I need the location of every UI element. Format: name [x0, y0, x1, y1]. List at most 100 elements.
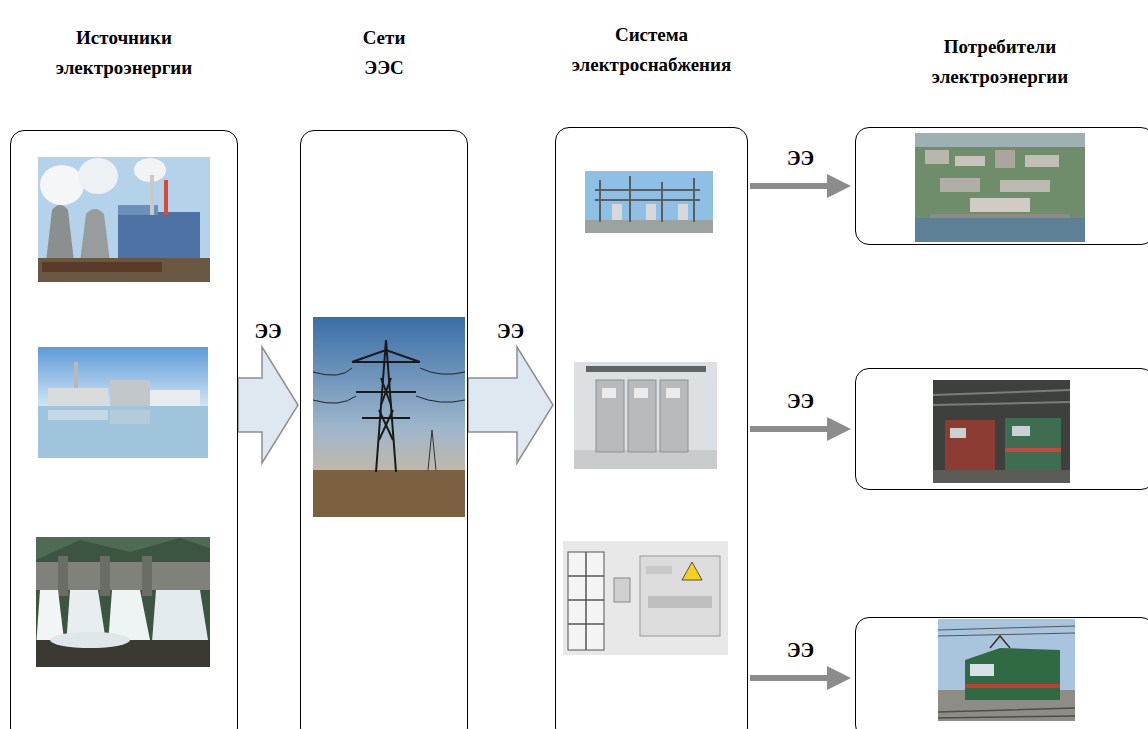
water-plant-photo: [38, 347, 208, 458]
flow-label: ЭЭ: [787, 638, 814, 662]
block-arrow: [468, 347, 553, 463]
transmission-pylon-photo-part: [428, 430, 436, 470]
hydro-plant-photo-part: [100, 556, 110, 596]
water-plant-photo-part: [38, 347, 208, 407]
consumer-box: [855, 617, 1148, 729]
locomotive-photo-part: [970, 664, 994, 676]
water-plant-photo-part: [110, 410, 150, 424]
substation-photo-part: [595, 176, 700, 222]
switchgear-photo-part: [628, 380, 656, 452]
electrical-panel-photo-part: [646, 566, 672, 574]
flow-label: ЭЭ: [497, 319, 524, 343]
substation-photo-part: [612, 204, 622, 220]
switchgear-photo-part: [574, 362, 717, 469]
power-plant-photo-part: [80, 209, 110, 262]
column-panel: Сети ЭЭС: [300, 130, 468, 729]
power-plant-photo-part: [118, 212, 200, 262]
city-photo-part: [940, 178, 980, 192]
power-plant-photo-part: [150, 175, 154, 215]
depot-photo-part: [933, 390, 1070, 405]
locomotive-photo-part: [990, 636, 1010, 648]
flow-arrow: [750, 174, 851, 198]
flow-label: ЭЭ: [254, 319, 281, 343]
switchgear-photo-part: [666, 388, 680, 398]
power-plant-photo-part: [164, 180, 168, 215]
city-photo-part: [970, 198, 1030, 212]
column-heading: Система электроснабжения: [557, 20, 747, 80]
flow-label: ЭЭ: [787, 146, 814, 170]
substation-photo: [585, 171, 713, 233]
transmission-pylon-photo-part-part: [376, 340, 396, 472]
hydro-plant-photo: [36, 537, 210, 667]
hydro-plant-photo-part: [50, 632, 130, 648]
hydro-plant-photo-part: [142, 556, 152, 596]
column-heading: Источники электроэнергии: [39, 23, 209, 83]
transmission-pylon-photo-part-part: [352, 350, 420, 362]
flow-label: ЭЭ: [787, 389, 814, 413]
power-plant-photo: [38, 157, 210, 282]
water-plant-photo-part: [48, 388, 108, 406]
locomotive-photo-part: [965, 684, 1060, 688]
power-plant-photo-part: [46, 205, 74, 262]
column-heading: Потребители электроэнергии: [900, 32, 1100, 92]
depot-photo-part: [945, 420, 995, 470]
city-photo-part: [1025, 155, 1059, 167]
flow-arrow: [750, 666, 851, 690]
city-photo-part: [1000, 180, 1050, 192]
transmission-pylon-photo: [313, 317, 465, 517]
column-panel: Система электроснабжения: [555, 127, 748, 729]
locomotive-photo-part: [938, 708, 1075, 718]
depot-photo-part: [1005, 418, 1061, 470]
substation-photo-part: [646, 204, 656, 220]
city-photo-part: [955, 156, 985, 166]
switchgear-photo-part: [602, 388, 616, 398]
water-plant-photo-part: [38, 406, 208, 458]
water-plant-photo-part: [150, 390, 200, 406]
column-heading: Сети ЭЭС: [344, 23, 424, 83]
transmission-pylon-photo-part: [352, 340, 420, 472]
city-photo-part: [915, 218, 1085, 242]
hydro-plant-photo-part: [58, 556, 68, 596]
electrical-panel-photo-part: [648, 596, 712, 608]
electrical-panel-photo: [563, 541, 728, 655]
switchgear-photo-part: [634, 388, 648, 398]
block-arrow: [238, 347, 298, 463]
city-photo-part: [925, 150, 949, 164]
locomotive-photo-part: [938, 626, 1075, 636]
locomotive-photo-part: [938, 619, 1075, 721]
water-plant-photo-part: [48, 410, 108, 420]
column-panel: Источники электроэнергии: [10, 130, 238, 729]
depot-photo-part: [950, 428, 966, 438]
city-photo-part: [915, 133, 1085, 242]
electrical-panel-photo-part: [568, 552, 604, 650]
substation-photo-part: [678, 204, 688, 220]
consumer-box: [855, 368, 1148, 490]
power-plant-photo-part: [38, 157, 210, 282]
transmission-pylon-photo-part: [313, 368, 465, 403]
electrical-panel-photo-part: [682, 562, 702, 580]
transmission-pylon-photo-part-part: [379, 378, 393, 440]
transmission-pylon-photo-part: [313, 470, 465, 517]
transmission-pylon-photo-part-part: [313, 368, 465, 375]
consumer-box: [855, 127, 1148, 245]
hydro-plant-photo-part: [152, 590, 208, 642]
power-plant-photo-part: [78, 158, 118, 194]
city-photo-part: [930, 214, 1070, 218]
switchgear-photo: [574, 362, 717, 469]
electrical-panel-photo-part: [640, 556, 720, 636]
water-plant-photo-part: [110, 380, 150, 406]
city-photo: [915, 133, 1085, 242]
substation-photo-part: [585, 171, 713, 233]
power-plant-photo-part: [42, 262, 162, 272]
substation-photo-part-part: [595, 190, 700, 200]
depot-photo-part: [933, 470, 1070, 483]
depot-photo-part: [1012, 426, 1030, 436]
transmission-pylon-photo-part-part: [313, 396, 465, 403]
city-photo-part: [915, 133, 1085, 147]
electrical-panel-photo-part: [614, 578, 630, 602]
switchgear-photo-part: [574, 450, 717, 469]
switchgear-photo-part: [596, 380, 624, 452]
